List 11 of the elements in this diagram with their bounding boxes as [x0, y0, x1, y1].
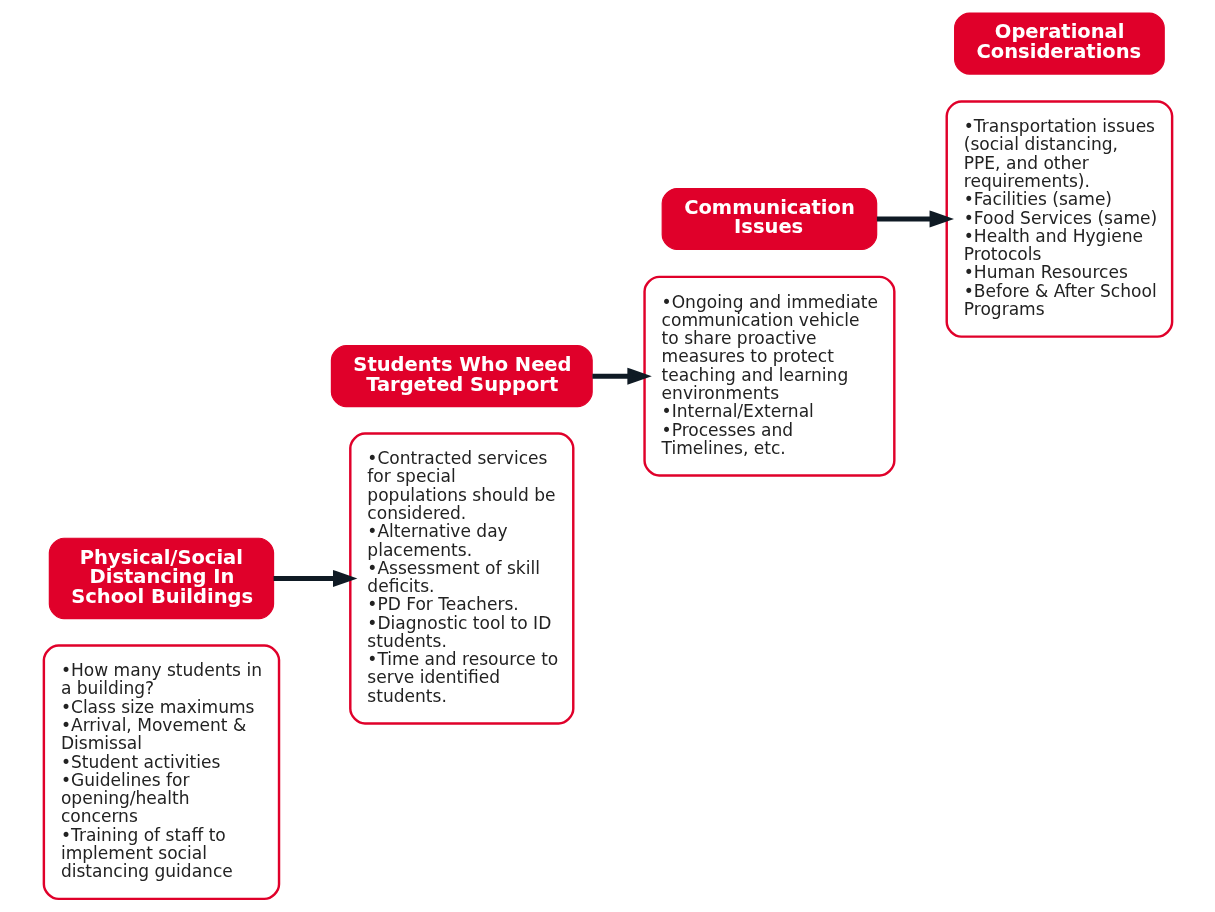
node-box: •Transportation issues (social distancing, PPE, and other requirements). •Facilities (same) •Food Services (same) •Health and Hygiene Protocols •Human Resources •Before & After School Programs: [945, 100, 1173, 338]
node-box: Communication Issues: [661, 187, 877, 251]
node-box: Physical/Social Distancing In School Buildings: [48, 537, 274, 620]
node-box: •How many students in a building? •Class size maximums •Arrival, Movement & Dismissal •Student activities •Guidelines for opening/health concerns •Training of staff to implement social distancing guidance: [42, 644, 280, 901]
arrow: [273, 569, 357, 587]
arrow: [591, 367, 652, 385]
node-box: Operational Considerations: [953, 12, 1165, 75]
node-box: •Ongoing and immediate communication vehicle to share proactive measures to protect teaching and learning environments •Internal/External •Processes and Timelines, etc.: [642, 275, 896, 477]
node-box: •Contracted services for special populations should be considered. •Alternative day placements. •Assessment of skill deficits. •PD For Teachers. •Diagnostic tool to ID students. •Time and resource to serve identified students.: [348, 432, 574, 725]
node-box: Students Who Need Targeted Support: [330, 345, 593, 408]
arrow: [876, 210, 954, 228]
